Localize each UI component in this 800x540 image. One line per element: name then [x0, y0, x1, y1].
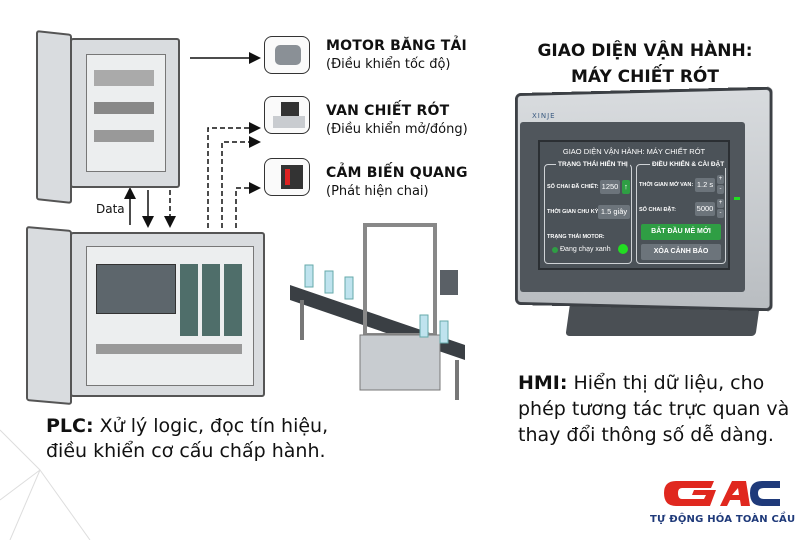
- top-cabinet-door: [36, 30, 72, 204]
- motor-label: TRẠNG THÁI MOTOR:: [547, 234, 605, 240]
- plc-caption: PLC: Xử lý logic, đọc tín hiệu, điều khi…: [46, 414, 346, 464]
- plc-cabinet-door: [26, 225, 72, 406]
- hmi-brand: XINJE: [532, 112, 556, 120]
- hmi-heading-line2: MÁY CHIẾT RÓT: [571, 67, 719, 87]
- device-title: VAN CHIẾT RÓT: [326, 103, 450, 119]
- device-subtitle: (Điều khiển tốc độ): [326, 57, 451, 72]
- plc-caption-text: Xử lý logic, đọc tín hiệu, điều khiển cơ…: [46, 415, 329, 462]
- valve-time-input[interactable]: 1.2 s: [695, 178, 715, 192]
- device-subtitle: (Điều khiển mở/đóng): [326, 122, 468, 137]
- hmi-screen: GIAO DIỆN VẬN HÀNH: MÁY CHIẾT RÓT TRẠNG …: [538, 140, 730, 270]
- hmi-heading: GIAO DIỆN VẬN HÀNH: MÁY CHIẾT RÓT: [500, 38, 790, 90]
- device-title: CẢM BIẾN QUANG: [326, 165, 468, 181]
- cycle-value: 1.5 giây: [598, 205, 630, 219]
- device-title: MOTOR BĂNG TẢI: [326, 38, 467, 54]
- bottles-up-icon: ↑: [622, 180, 630, 194]
- gac-logo-mark: [664, 481, 780, 506]
- plc-cpu: [96, 264, 176, 314]
- start-batch-button[interactable]: BẮT ĐẦU MẺ MỚI: [641, 224, 721, 240]
- status-panel-title: TRẠNG THÁI HIỂN THỊ: [556, 161, 630, 168]
- cycle-label: THỜI GIAN CHU KỲ:: [547, 209, 601, 215]
- plc-cabinet: [70, 232, 265, 397]
- power-led: [734, 197, 740, 200]
- count-minus-button[interactable]: -: [717, 209, 724, 218]
- device-subtitle: (Phát hiện chai): [326, 184, 429, 199]
- data-label: Data: [96, 202, 125, 216]
- plc-caption-label: PLC:: [46, 415, 94, 437]
- motor-status-dot: [552, 247, 558, 253]
- hmi-caption-label: HMI:: [518, 372, 568, 394]
- valve-minus-button[interactable]: -: [717, 185, 724, 194]
- bottles-label: SỐ CHAI ĐÃ CHIẾT:: [547, 184, 599, 190]
- hmi-caption-text: Hiển thị dữ liệu, cho phép tương tác trự…: [518, 372, 790, 446]
- hmi-title: GIAO DIỆN VẬN HÀNH: MÁY CHIẾT RÓT: [562, 147, 706, 156]
- logo-tagline: TỰ ĐỘNG HÓA TOÀN CẦU: [650, 514, 796, 525]
- hmi-heading-line1: GIAO DIỆN VẬN HÀNH:: [537, 41, 753, 61]
- count-label: SỐ CHAI ĐẶT:: [639, 207, 676, 213]
- count-plus-button[interactable]: +: [717, 199, 724, 208]
- filling-machine-illustration: [290, 223, 465, 400]
- valve-label: THỜI GIAN MỞ VAN:: [639, 182, 694, 188]
- bottles-value: 1250: [600, 180, 620, 194]
- control-panel-title: ĐIỀU KHIỂN & CÀI ĐẶT: [650, 161, 727, 168]
- motor-value: Đang chạy xanh: [560, 246, 611, 253]
- count-input[interactable]: 5000: [695, 202, 715, 216]
- valve-icon: [264, 96, 310, 134]
- valve-plus-button[interactable]: +: [717, 175, 724, 184]
- hmi-caption: HMI: Hiển thị dữ liệu, cho phép tương tá…: [518, 370, 798, 448]
- plc-io-module: [180, 264, 198, 336]
- clear-alarm-button[interactable]: XÓA CẢNH BÁO: [641, 244, 721, 260]
- photo-sensor-icon: [264, 158, 310, 196]
- motor-icon: [264, 36, 310, 74]
- top-cabinet: [70, 38, 180, 188]
- gac-logo: [662, 478, 782, 508]
- motor-led: [618, 244, 628, 254]
